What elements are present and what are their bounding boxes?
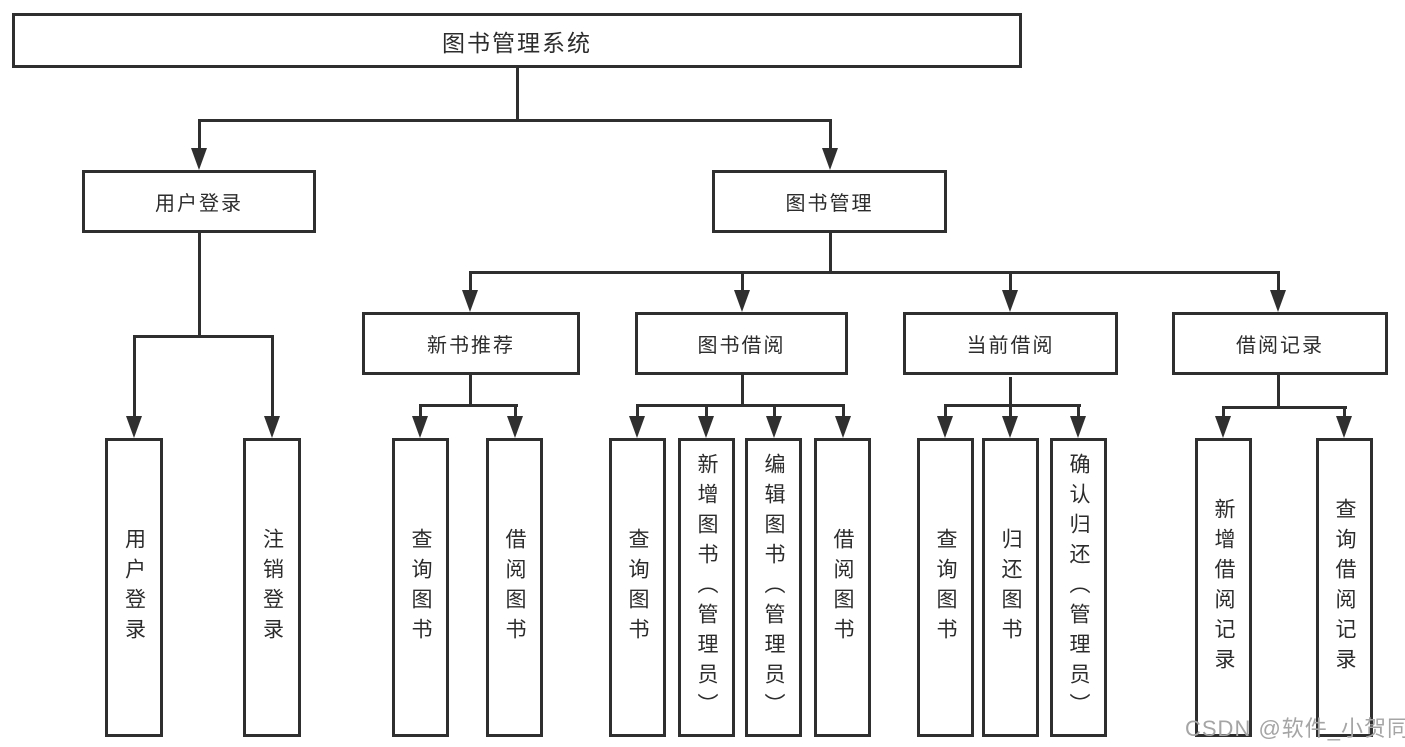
connector-line <box>516 68 519 121</box>
connector-line <box>842 404 845 418</box>
connector-line <box>469 271 472 293</box>
csdn-watermark: CSDN @软件_小贺同学 <box>1185 716 1405 741</box>
connector-line <box>1222 406 1347 409</box>
connector-line <box>1343 406 1346 418</box>
arrow-down-icon <box>1270 290 1286 312</box>
node-library-management-system: 图书管理系统 <box>12 13 1022 68</box>
connector-line <box>636 404 845 407</box>
arrow-down-icon <box>937 416 953 438</box>
connector-line <box>1222 406 1225 418</box>
leaf-borrow-book-borrowing: 借阅图书 <box>814 438 871 737</box>
connector-line <box>198 233 201 337</box>
leaf-label: 查询图书 <box>934 527 957 648</box>
leaf-label: 借阅图书 <box>831 527 854 648</box>
leaf-logout: 注销登录 <box>243 438 301 737</box>
connector-line <box>1277 375 1280 409</box>
connector-line <box>773 404 776 418</box>
leaf-add-borrow-record: 新增借阅记录 <box>1195 438 1252 737</box>
leaf-edit-book-admin: 编辑图书（管理员） <box>745 438 802 737</box>
arrow-down-icon <box>1070 416 1086 438</box>
leaf-label: 新增图书（管理员） <box>695 452 718 723</box>
leaf-query-book-current: 查询图书 <box>917 438 974 737</box>
arrow-down-icon <box>629 416 645 438</box>
connector-line <box>944 404 1081 407</box>
leaf-query-borrow-record: 查询借阅记录 <box>1316 438 1373 737</box>
leaf-label: 查询借阅记录 <box>1333 497 1356 678</box>
node-user-login: 用户登录 <box>82 170 316 233</box>
connector-line <box>1277 271 1280 293</box>
connector-line <box>271 335 274 417</box>
leaf-label: 确认归还（管理员） <box>1067 452 1090 723</box>
arrow-down-icon <box>1002 416 1018 438</box>
connector-line <box>514 404 517 418</box>
connector-line <box>469 271 1280 274</box>
arrow-down-icon <box>1002 290 1018 312</box>
connector-line <box>1009 404 1012 418</box>
arrow-down-icon <box>191 148 207 170</box>
arrow-down-icon <box>507 416 523 438</box>
leaf-user-login: 用户登录 <box>105 438 163 737</box>
connector-line <box>198 119 201 151</box>
connector-line <box>829 233 832 273</box>
connector-line <box>944 404 947 418</box>
connector-line <box>1009 377 1012 407</box>
leaf-add-book-admin: 新增图书（管理员） <box>678 438 735 737</box>
arrow-down-icon <box>126 416 142 438</box>
leaf-confirm-return-admin: 确认归还（管理员） <box>1050 438 1107 737</box>
connector-line <box>829 119 832 151</box>
node-current-borrowing: 当前借阅 <box>903 312 1118 375</box>
arrow-down-icon <box>822 148 838 170</box>
leaf-return-book: 归还图书 <box>982 438 1039 737</box>
leaf-label: 用户登录 <box>122 527 146 648</box>
node-book-management: 图书管理 <box>712 170 947 233</box>
leaf-label: 查询图书 <box>626 527 649 648</box>
leaf-query-book-recommend: 查询图书 <box>392 438 449 737</box>
connector-line <box>133 335 274 338</box>
leaf-label: 新增借阅记录 <box>1212 497 1235 678</box>
arrow-down-icon <box>462 290 478 312</box>
leaf-label: 查询图书 <box>409 527 432 648</box>
node-new-book-recommend: 新书推荐 <box>362 312 580 375</box>
connector-line <box>636 404 639 418</box>
arrow-down-icon <box>698 416 714 438</box>
arrow-down-icon <box>264 416 280 438</box>
connector-line <box>1009 271 1012 293</box>
arrow-down-icon <box>766 416 782 438</box>
leaf-label: 编辑图书（管理员） <box>762 452 785 723</box>
connector-line <box>419 404 518 407</box>
leaf-label: 借阅图书 <box>503 527 526 648</box>
connector-line <box>741 375 744 407</box>
connector-line <box>1077 404 1080 418</box>
leaf-query-book-borrowing: 查询图书 <box>609 438 666 737</box>
arrow-down-icon <box>835 416 851 438</box>
connector-line <box>705 404 708 418</box>
node-book-borrowing: 图书借阅 <box>635 312 848 375</box>
leaf-label: 注销登录 <box>260 527 284 648</box>
connector-line <box>741 271 744 293</box>
connector-line <box>469 375 472 407</box>
arrow-down-icon <box>412 416 428 438</box>
arrow-down-icon <box>734 290 750 312</box>
leaf-borrow-book-recommend: 借阅图书 <box>486 438 543 737</box>
connector-line <box>133 335 136 417</box>
leaf-label: 归还图书 <box>999 527 1022 648</box>
connector-line <box>198 119 832 122</box>
arrow-down-icon <box>1336 416 1352 438</box>
arrow-down-icon <box>1215 416 1231 438</box>
node-borrowing-records: 借阅记录 <box>1172 312 1388 375</box>
connector-line <box>419 404 422 418</box>
